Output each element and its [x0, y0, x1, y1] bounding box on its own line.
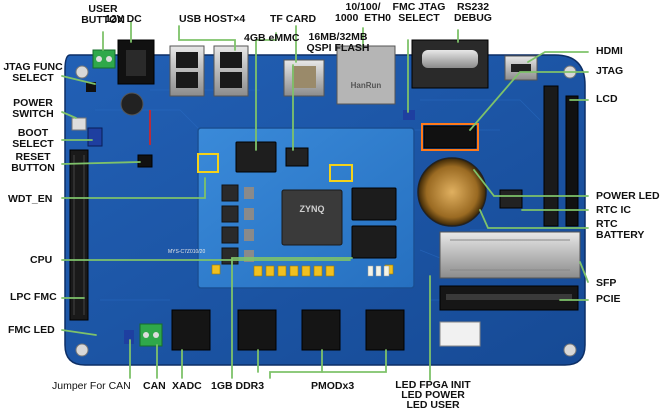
ethernet-jack: HanRun [336, 45, 396, 105]
silk-model: MYS-C7Z010/20 [168, 249, 205, 255]
label-lcd: LCD [596, 93, 618, 105]
lcd-connector [543, 85, 579, 227]
label-fmc-led: FMC LED [8, 324, 55, 336]
highlight-markers [197, 153, 353, 182]
jtag-header [421, 123, 479, 151]
usb-host-ports [169, 45, 249, 97]
label-12v-dc: 12V DC [105, 13, 142, 25]
label-ddr3: 1GB DDR3 [211, 380, 265, 392]
label-rtc-battery: RTC BATTERY [596, 218, 645, 241]
dc-jack [117, 39, 155, 85]
label-usb-host: USB HOST×4 [179, 13, 246, 25]
som-module: ZYNQ MYS-C7Z010/20 [168, 127, 415, 289]
green-terminal [92, 49, 116, 69]
label-xadc: XADC [172, 380, 202, 392]
rtc-battery-part [417, 157, 487, 227]
label-leds: LED FPGA INIT LED POWER LED USER [395, 379, 471, 411]
label-user-button: USER BUTTON [81, 3, 125, 26]
pcie-slot [439, 285, 579, 311]
label-reset-button: RESET BUTTON [11, 151, 55, 174]
label-tf-card: TF CARD [270, 13, 317, 25]
boot-switch [87, 127, 103, 147]
label-pcie: PCIE [596, 293, 621, 305]
callout-lines [61, 21, 589, 381]
label-qspi-flash: 16MB/32MB QSPI FLASH [306, 31, 370, 54]
lpc-fmc-connector [69, 149, 89, 321]
label-rtc-ic: RTC IC [596, 204, 631, 216]
eth-jack-brand: HanRun [351, 81, 382, 90]
label-fmc-jtag-select: FMC JTAG SELECT [392, 1, 446, 24]
bottom-headers [171, 309, 405, 351]
label-power-switch: POWER SWITCH [12, 97, 54, 120]
label-jtag-func-select: JTAG FUNC SELECT [3, 61, 63, 84]
label-hdmi: HDMI [596, 45, 623, 57]
reset-switch [137, 154, 153, 168]
power-switch-part [71, 117, 87, 131]
label-emmc: 4GB eMMC [244, 32, 300, 44]
rtc-chip [499, 189, 523, 209]
label-pmod: PMODx3 [311, 380, 355, 392]
label-cpu: CPU [30, 254, 53, 266]
tf-card-slot [283, 59, 325, 97]
label-lpc-fmc: LPC FMC [10, 291, 57, 303]
label-power-led: POWER LED [596, 190, 660, 202]
sfp-cage [439, 231, 581, 279]
soc-marking: ZYNQ [299, 204, 324, 214]
label-sfp: SFP [596, 277, 617, 289]
label-rs232-debug: RS232 DEBUG [454, 1, 492, 24]
label-boot-select: BOOT SELECT [12, 127, 54, 150]
cpu-chip [281, 189, 343, 246]
label-jumper-can: Jumper For CAN [52, 380, 131, 392]
label-can: CAN [143, 380, 166, 392]
power-plug [439, 321, 481, 347]
fmc-jtag-select-switch [403, 110, 415, 120]
can-jumper [124, 330, 134, 344]
rs232-connector [411, 39, 489, 89]
label-eth: 10/100/ 1000 ETH0 [334, 1, 392, 24]
label-wdt-en: WDT_EN [8, 193, 53, 205]
label-jtag: JTAG [596, 65, 624, 77]
can-connector [139, 323, 163, 347]
jtag-func-jumper [86, 82, 96, 92]
electrolytic-cap [120, 92, 144, 116]
